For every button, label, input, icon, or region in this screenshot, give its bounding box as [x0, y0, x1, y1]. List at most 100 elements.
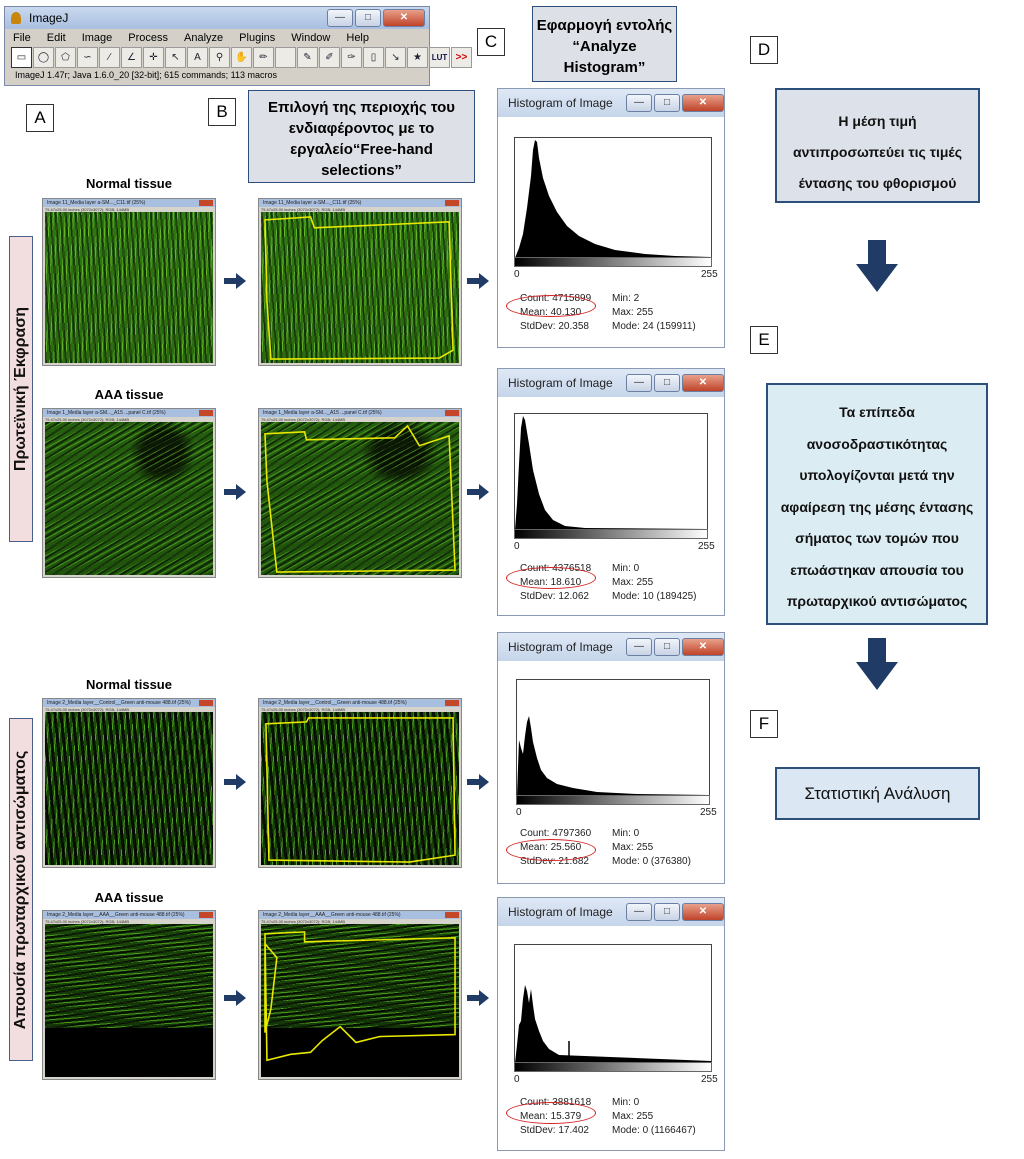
micrograph-image — [45, 924, 213, 1077]
histogram-stddev: StdDev: 21.682 — [520, 856, 589, 867]
close-icon[interactable] — [199, 700, 213, 706]
line-tool-icon[interactable]: ∕ — [99, 47, 120, 68]
side-label-text: Πρωτεϊνική Έκφραση — [12, 306, 29, 472]
histogram-mode: Mode: 0 (376380) — [612, 856, 691, 867]
freehand-tool-icon[interactable]: ∽ — [77, 47, 98, 68]
histogram-count: Count: 4797360 — [520, 828, 592, 839]
menu-process[interactable]: Process — [128, 32, 169, 44]
histogram-window[interactable]: Histogram of Image — □ ✕ 0 255 Count: 43… — [497, 368, 725, 616]
menu-edit[interactable]: Edit — [46, 32, 66, 44]
minimize-button[interactable]: — — [626, 903, 652, 921]
maximize-button[interactable]: □ — [654, 374, 680, 392]
close-button[interactable]: ✕ — [682, 374, 724, 392]
callout-c-line: “Analyze — [572, 38, 637, 55]
close-button[interactable]: ✕ — [682, 903, 724, 921]
histogram-window[interactable]: Histogram of Image — □ ✕ 0 255 Count: 47… — [497, 88, 725, 348]
micrograph-window[interactable]: Image 2_Media layer__AAA__Green anti-mou… — [42, 910, 216, 1080]
polygon-tool-icon[interactable]: ⬠ — [55, 47, 76, 68]
minimize-button[interactable]: — — [626, 94, 652, 112]
panel-letter-b: B — [208, 98, 236, 126]
right-arrow-icon — [224, 273, 246, 289]
histogram-plot — [514, 137, 712, 259]
callout-b-line: Επιλογή της περιοχής του — [267, 99, 456, 116]
micrograph-window[interactable]: Image 11_Media layer a-SM..._C11.tif (25… — [258, 198, 462, 366]
micrograph-window[interactable]: Image 11_Media layer a-SM..._C11.tif (25… — [42, 198, 216, 366]
blank-tool-icon[interactable] — [275, 47, 296, 68]
menu-window[interactable]: Window — [291, 32, 331, 44]
close-icon[interactable] — [445, 410, 459, 416]
histogram-title-bar[interactable]: Histogram of Image — □ ✕ — [498, 898, 724, 926]
angle-tool-icon[interactable]: ∠ — [121, 47, 142, 68]
box-d-line: αντιπροσωπεύει τις τιμές — [792, 144, 963, 160]
histogram-title-bar[interactable]: Histogram of Image — □ ✕ — [498, 89, 724, 117]
micrograph-image — [45, 712, 213, 865]
histogram-title-bar[interactable]: Histogram of Image — □ ✕ — [498, 633, 724, 661]
close-icon[interactable] — [199, 410, 213, 416]
close-button[interactable]: ✕ — [383, 9, 425, 27]
point-tool-icon[interactable]: ✛ — [143, 47, 164, 68]
minimize-button[interactable]: — — [327, 9, 353, 27]
micrograph-info: 75.47x25.00 inches (3072x3072); RGB; 144… — [45, 707, 130, 712]
flood-tool-icon[interactable]: ✑ — [341, 47, 362, 68]
lut-tool-icon[interactable]: LUT — [429, 47, 450, 68]
arrow-tool-icon[interactable]: ↘ — [385, 47, 406, 68]
box-e-line: επωάστηκαν απουσία του — [790, 561, 964, 578]
histogram-stats-right: Min: 0 Max: 255 Mode: 0 (1166467) — [612, 1096, 696, 1138]
minimize-button[interactable]: — — [626, 638, 652, 656]
close-icon[interactable] — [199, 200, 213, 206]
histogram-min: Min: 0 — [612, 563, 640, 574]
menu-image[interactable]: Image — [81, 32, 113, 44]
micrograph-title: Image 1_Media layer a-SM..._A15 ...panel… — [263, 410, 382, 416]
close-button[interactable]: ✕ — [682, 638, 724, 656]
wand-tool-icon[interactable]: ↖ — [165, 47, 186, 68]
hand-tool-icon[interactable]: ✋ — [231, 47, 252, 68]
down-arrow-icon — [856, 240, 898, 292]
menu-plugins[interactable]: Plugins — [239, 32, 276, 44]
histogram-stddev: StdDev: 12.062 — [520, 591, 589, 602]
box-e-line: υπολογίζονται μετά την — [799, 467, 955, 483]
callout-c-line: Histogram” — [563, 59, 646, 76]
micrograph-info: 75.47x25.00 inches (3072x3072); RGB; 144… — [45, 919, 130, 924]
maximize-button[interactable]: □ — [355, 9, 381, 27]
menu-help[interactable]: Help — [346, 32, 369, 44]
brush-tool-icon[interactable]: ✐ — [319, 47, 340, 68]
close-icon[interactable] — [445, 700, 459, 706]
micrograph-window[interactable]: Image 2_Media layer__Control__Green anti… — [42, 698, 216, 868]
micrograph-window[interactable]: Image 1_Media layer a-SM..._A15 ...panel… — [42, 408, 216, 578]
box-e-line: Τα επίπεδα — [839, 404, 915, 420]
close-icon[interactable] — [199, 912, 213, 918]
eraser-tool-icon[interactable]: ▯ — [363, 47, 384, 68]
maximize-button[interactable]: □ — [654, 903, 680, 921]
roi-selection — [264, 424, 456, 573]
imagej-title-bar[interactable]: ImageJ — □ ✕ — [5, 7, 429, 29]
close-icon[interactable] — [445, 912, 459, 918]
menu-analyze[interactable]: Analyze — [184, 32, 224, 44]
micrograph-title: Image 2_Media layer__AAA__Green anti-mou… — [47, 912, 185, 918]
close-icon[interactable] — [445, 200, 459, 206]
maximize-button[interactable]: □ — [654, 94, 680, 112]
oval-tool-icon[interactable]: ◯ — [33, 47, 54, 68]
minimize-button[interactable]: — — [626, 374, 652, 392]
histogram-window[interactable]: Histogram of Image — □ ✕ 0 255 Count: 47… — [497, 632, 725, 884]
mean-highlight-oval — [506, 1102, 596, 1124]
histogram-max: Max: 255 — [612, 577, 654, 588]
micrograph-window[interactable]: Image 2_Media layer__Control__Green anti… — [258, 698, 462, 868]
micrograph-window[interactable]: Image 2_Media layer__AAA__Green anti-mou… — [258, 910, 462, 1080]
mean-highlight-oval — [506, 295, 596, 317]
maximize-button[interactable]: □ — [654, 638, 680, 656]
text-tool-icon[interactable]: A — [187, 47, 208, 68]
histogram-tick-max: 255 — [698, 541, 715, 552]
histogram-title-bar[interactable]: Histogram of Image — □ ✕ — [498, 369, 724, 397]
menu-file[interactable]: File — [13, 32, 31, 44]
box-f: Στατιστική Ανάλυση — [775, 767, 980, 820]
spray-tool-icon[interactable]: ★ — [407, 47, 428, 68]
histogram-window[interactable]: Histogram of Image — □ ✕ 0 255 Count: 38… — [497, 897, 725, 1151]
micrograph-window[interactable]: Image 1_Media layer a-SM..._A15 ...panel… — [258, 408, 462, 578]
close-button[interactable]: ✕ — [682, 94, 724, 112]
magnifier-tool-icon[interactable]: ⚲ — [209, 47, 230, 68]
rectangle-tool-icon[interactable]: ▭ — [11, 47, 32, 68]
color-picker-tool-icon[interactable]: ✏ — [253, 47, 274, 68]
box-d-line: έντασης του φθορισμού — [798, 175, 957, 191]
pencil-tool-icon[interactable]: ✎ — [297, 47, 318, 68]
more-tools-icon[interactable]: >> — [451, 47, 472, 68]
